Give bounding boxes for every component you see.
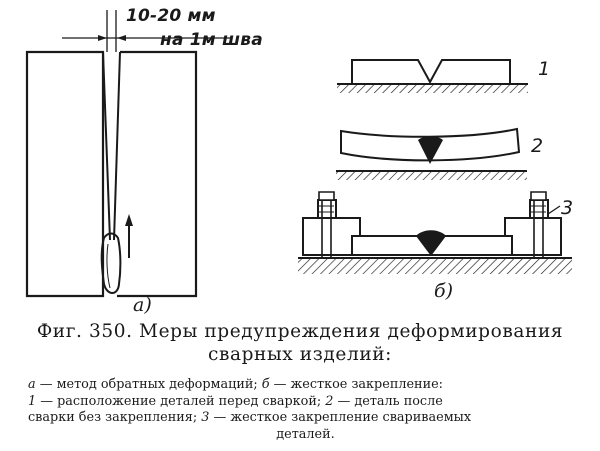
figure-legend: а — метод обратных деформаций; б — жестк… [28, 377, 583, 443]
legend-key-a: а [28, 377, 36, 392]
legend-key-2: 2 [325, 393, 334, 409]
figure-caption: Фиг. 350. Меры предупреждения деформиров… [0, 320, 600, 366]
legend-text-1: — расположение деталей перед сваркой; [36, 393, 326, 409]
caption-subtitle: сварных изделий: [207, 344, 393, 365]
legend-key-b: б [261, 377, 270, 392]
legend-key-3: 3 [201, 410, 210, 425]
part-number-1: 1 [538, 58, 551, 80]
panel-a-diagram [25, 10, 230, 298]
legend-text-b: — жесткое закрепление: [269, 377, 443, 392]
legend-text-2: — деталь после [333, 393, 443, 409]
legend-key-1: 1 [28, 393, 37, 409]
panel-b1-diagram [337, 59, 528, 93]
part-number-2: 2 [531, 135, 544, 157]
gap-dimension-label: 10-20 мм [126, 6, 216, 26]
caption-title: Фиг. 350. Меры предупреждения деформиров… [36, 321, 564, 342]
panel-b2-diagram [336, 127, 527, 180]
legend-line-2: 1 — расположение деталей перед сваркой; … [28, 394, 583, 411]
panel-b-label: б) [434, 280, 454, 302]
legend-text-3: — жесткое закрепление свариваемых [209, 410, 472, 425]
panel-a-label: а) [133, 294, 152, 316]
part-number-3: 3 [561, 197, 574, 219]
legend-line-3: сварки без закрепления; 3 — жесткое закр… [28, 410, 583, 427]
legend-text-2-cont: сварки без закрепления; [28, 410, 202, 425]
gap-dimension-unit-label: на 1м шва [160, 30, 263, 50]
legend-line-1: а — метод обратных деформаций; б — жестк… [28, 377, 583, 394]
figure-illustration [25, 10, 572, 298]
panel-b3-diagram [298, 191, 572, 274]
legend-text-a: — метод обратных деформаций; [35, 377, 262, 392]
legend-line-4: деталей. [276, 426, 335, 442]
